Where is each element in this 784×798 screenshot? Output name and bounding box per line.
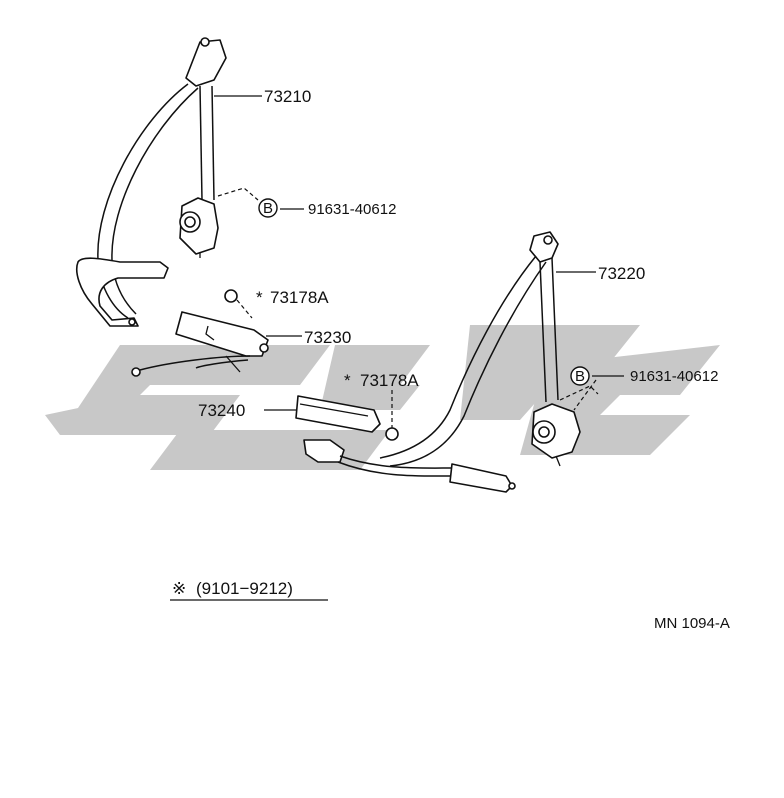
callout-91631-left: 91631-40612 bbox=[308, 201, 396, 218]
bolt-badge-right: B bbox=[570, 366, 590, 386]
footnote-text: (9101−9212) bbox=[196, 579, 293, 598]
seat-belt-left-assembly bbox=[76, 37, 227, 327]
bolt-badge-left: B bbox=[258, 198, 278, 218]
asterisk-lower: * bbox=[344, 371, 351, 390]
asterisk-upper: * bbox=[256, 288, 263, 307]
callout-73230: 73230 bbox=[304, 328, 351, 347]
callout-73220: 73220 bbox=[598, 264, 645, 283]
seat-belt-right-assembly bbox=[303, 231, 581, 493]
leader-lines bbox=[214, 95, 624, 411]
bolt-badge-letter: B bbox=[575, 368, 585, 385]
callout-73240: 73240 bbox=[198, 401, 245, 420]
diagram-id: MN 1094-A bbox=[654, 615, 730, 632]
nut-73178A-lower bbox=[385, 427, 399, 441]
callout-91631-right: 91631-40612 bbox=[630, 368, 718, 385]
buckle-73240 bbox=[295, 390, 399, 441]
callout-73178A-upper: 73178A bbox=[270, 288, 329, 307]
bolt-badge-letter: B bbox=[263, 200, 273, 217]
callout-73178A-lower: 73178A bbox=[360, 371, 419, 390]
callout-73210: 73210 bbox=[264, 87, 311, 106]
nut-73178A-upper bbox=[224, 289, 238, 303]
footnote-symbol: ※ bbox=[172, 579, 186, 598]
watermark-logo bbox=[45, 325, 720, 470]
buckle-73230 bbox=[131, 289, 269, 377]
